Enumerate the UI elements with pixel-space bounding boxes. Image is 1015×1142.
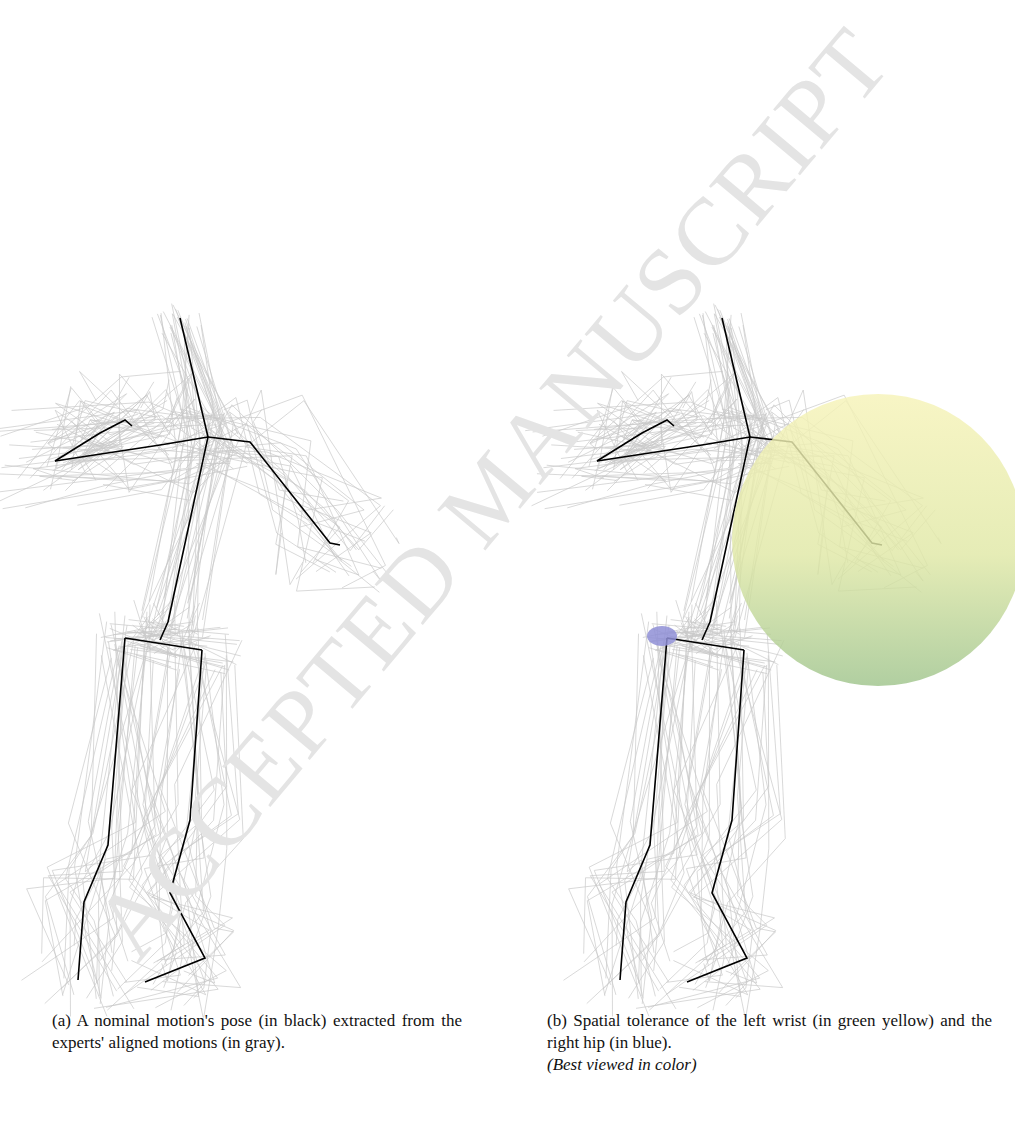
bone-line	[57, 424, 242, 464]
bone-line	[564, 646, 666, 980]
bone-line	[30, 371, 141, 442]
bone-line	[229, 412, 348, 563]
bone-line	[726, 335, 731, 637]
bone-line	[746, 655, 769, 1017]
bone-line	[45, 642, 128, 1003]
bone-line	[594, 644, 697, 984]
bone-line	[605, 612, 689, 995]
bone-line	[66, 646, 120, 997]
bone-line	[208, 429, 393, 550]
bone-line	[716, 627, 739, 653]
bone-line	[620, 638, 667, 980]
bone-line	[55, 437, 208, 461]
bone-line	[144, 616, 153, 635]
subfigure-caption: (b) Spatial tolerance of the left wrist …	[547, 1010, 992, 1054]
bone-line	[125, 638, 202, 650]
bone-line	[599, 424, 784, 464]
bone-line	[706, 325, 734, 598]
bone-line	[209, 432, 340, 572]
bone-line	[667, 638, 744, 650]
bone-line	[660, 653, 715, 990]
bone-line	[219, 450, 381, 511]
bone-line	[610, 658, 657, 971]
bone-line	[196, 443, 365, 541]
bone-line	[183, 449, 375, 591]
bone-line	[55, 420, 132, 461]
bone-line	[141, 333, 191, 618]
bone-line	[616, 616, 667, 946]
bone-line	[608, 646, 662, 997]
bone-line	[177, 317, 221, 618]
bone-line	[701, 638, 724, 988]
bone-line	[671, 620, 727, 627]
bone-line	[614, 401, 698, 470]
bone-line	[196, 463, 371, 571]
bone-line	[117, 416, 181, 492]
bone-line	[606, 634, 639, 979]
bone-line	[669, 632, 781, 641]
wrist-tolerance-sphere	[732, 394, 1015, 686]
bone-line	[659, 416, 723, 492]
bone-line	[172, 313, 221, 628]
bone-line	[682, 646, 766, 667]
bone-line	[184, 335, 189, 637]
hip-tolerance-ellipsoid	[647, 626, 677, 646]
bone-line	[702, 315, 727, 633]
bone-line	[702, 662, 775, 975]
subfigure-caption: (a) A nominal motion's pose (in black) e…	[52, 1010, 462, 1054]
bone-line	[702, 622, 710, 640]
bone-line	[140, 646, 224, 667]
bone-line	[648, 665, 760, 1008]
bone-line	[624, 424, 711, 480]
bone-line	[224, 400, 352, 566]
bone-line	[72, 401, 156, 470]
bone-line	[5, 457, 230, 483]
bone-line	[65, 390, 183, 491]
bone-line	[587, 624, 701, 996]
bone-line	[697, 648, 773, 966]
bone-line	[0, 427, 223, 493]
bone-line	[701, 628, 747, 1005]
bone-line	[187, 407, 381, 581]
bone-line	[617, 622, 649, 999]
bone-line	[597, 437, 750, 461]
bone-line	[160, 622, 168, 640]
bone-line	[0, 412, 192, 506]
bone-line	[234, 429, 385, 551]
bone-line	[679, 669, 741, 996]
bone-line	[210, 443, 364, 527]
bone-line	[75, 622, 107, 999]
bone-line	[603, 613, 695, 989]
bone-line	[245, 401, 399, 544]
bone-line	[173, 314, 246, 638]
bone-line	[691, 315, 731, 602]
bone-line	[127, 632, 239, 641]
bone-line	[198, 423, 336, 572]
bone-line	[587, 639, 676, 995]
bone-line	[684, 313, 719, 611]
bone-line	[50, 377, 129, 489]
bone-line	[686, 616, 695, 635]
bone-line	[129, 620, 185, 627]
bone-line	[172, 304, 200, 626]
bone-line	[142, 313, 177, 611]
bone-line	[82, 424, 169, 480]
bone-line	[687, 650, 747, 982]
bone-line	[208, 437, 340, 545]
bone-line	[599, 659, 707, 1009]
subfigure-caption: (Best viewed in color)	[547, 1054, 992, 1076]
bone-line	[168, 318, 208, 622]
bone-line	[198, 450, 305, 563]
bone-line	[164, 325, 192, 598]
bone-line	[174, 627, 197, 653]
bone-line	[587, 642, 670, 1003]
bone-line	[683, 333, 733, 618]
bone-line	[160, 315, 185, 633]
bone-line	[149, 315, 189, 602]
bone-line	[235, 390, 302, 585]
